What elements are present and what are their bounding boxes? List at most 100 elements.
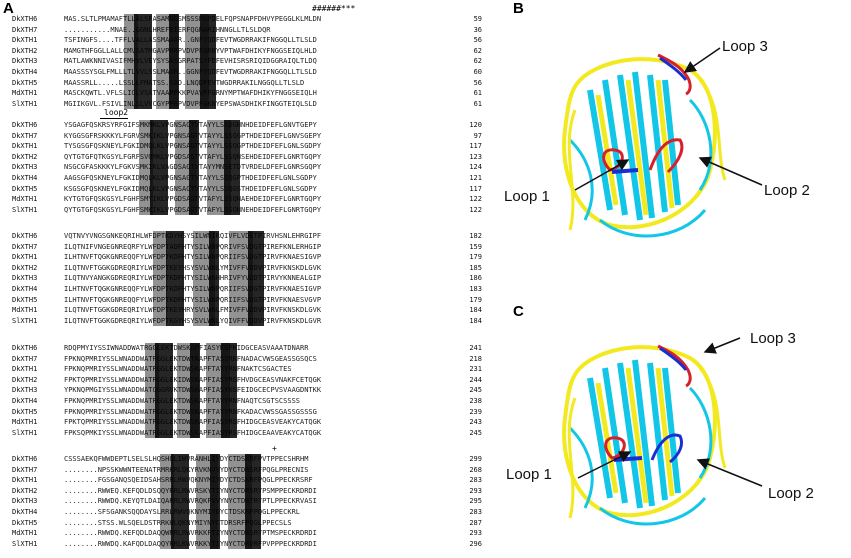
sequence-name: DkXTH2 xyxy=(12,152,38,161)
sequence-name: MdXTH1 xyxy=(12,89,38,98)
sequence-name: DkXTH7 xyxy=(12,25,38,34)
loop2-label-c: Loop 2 xyxy=(768,485,814,502)
sequence-name: DkXTH6 xyxy=(12,344,38,352)
sequence-name: DkXTH3 xyxy=(12,386,38,395)
sequence-name: MdXTH1 xyxy=(12,195,38,204)
sequence-residues: KYTGTGFQSKGSYLFGHFSMYIKLVPGDSAGTVTAFYLSS… xyxy=(64,195,322,204)
protein-ribbon-b xyxy=(562,57,727,238)
panel-a-letter: A xyxy=(3,0,14,17)
sequence-end-number: 56 xyxy=(473,78,482,87)
loop1-arrow-c xyxy=(577,451,632,479)
sequence-name: DkXTH5 xyxy=(12,518,38,527)
sequence-name: DkXTH5 xyxy=(12,78,38,87)
loop2-arrow-b xyxy=(698,156,763,186)
sequence-name: DkXTH7 xyxy=(12,465,38,474)
sequence-name: SlXTH1 xyxy=(12,428,38,437)
sequence-name: DkXTH3 xyxy=(12,163,38,172)
sequence-residues: ........NPSSKWWNTEENATRMRKRLQKYRVKNVVYDY… xyxy=(64,465,309,474)
sequence-residues: FPKNQPMRIYSSLWNADDWATRGGLEKTDWSKAPFTAYYR… xyxy=(64,365,292,374)
alignment-row: MdXTH1 KYTGTGFQSKGSYLFGHFSMYIKLVPGDSAGTVT… xyxy=(12,194,482,204)
sequence-end-number: 36 xyxy=(473,25,482,34)
sequence-end-number: 245 xyxy=(469,386,482,395)
loop1-label-b: Loop 1 xyxy=(504,188,550,205)
sequence-name: DkXTH6 xyxy=(12,121,38,129)
sequence-end-number: 117 xyxy=(469,184,482,193)
sequence-residues: QYTGTGFQTKGSYLFGRFSVQMKLVPGDSAGTVTAFYLSS… xyxy=(64,152,322,161)
sequence-residues: NSGCGFASKKKYLFGKVSMKIKLVAGDSAGTVTAYYMNSE… xyxy=(64,163,322,172)
alignment-row: DkXTH2 QYTGTGFQTKGSYLFGRFSVQMKLVPGDSAGTVT… xyxy=(12,152,482,162)
sequence-name: SlXTH1 xyxy=(12,205,38,214)
sequence-residues: ILHTNVFTQGKGNREQQFYLWFDPTKDFHTYSILWNPQRI… xyxy=(64,295,322,304)
sequence-residues: YPKNQPMGIYSSLWNADDWATQGGRVKTDWSHAPFIASYK… xyxy=(64,386,322,395)
sequence-end-number: 244 xyxy=(469,375,482,384)
sequence-end-number: 238 xyxy=(469,397,482,405)
sequence-name: DkXTH4 xyxy=(12,174,38,182)
structure-c-arrows xyxy=(577,337,763,487)
sequence-name: MdXTH1 xyxy=(12,418,38,427)
loop3-arrow-c xyxy=(703,337,741,354)
sequence-name: DkXTH6 xyxy=(12,15,38,23)
sequence-end-number: 97 xyxy=(473,131,482,140)
sequence-residues: MAASSRLL.....LSSLLFMATSS.SAD.LNQDFEVTWGD… xyxy=(64,78,305,87)
sequence-residues: ........STSS.WLSQELDSTRRKHLQKNYMIYNYCTDR… xyxy=(64,518,292,527)
sequence-residues: FPKTQPMRIYSSLWNADDWATRGGLEKIDWSKAPFIASYR… xyxy=(64,375,322,384)
sequence-name: DkXTH3 xyxy=(12,274,38,283)
structure-b-arrows xyxy=(574,47,763,191)
sequence-end-number: 218 xyxy=(469,354,482,363)
sequence-end-number: 121 xyxy=(469,174,482,182)
loop3-label-b: Loop 3 xyxy=(722,38,768,55)
alignment-row: DkXTH3 NSGCGFASKKKYLFGKVSMKIKLVAGDSAGTVTA… xyxy=(12,162,482,172)
sequence-name: DkXTH7 xyxy=(12,354,38,363)
sequence-end-number: 120 xyxy=(469,121,482,129)
alignment-marker: + xyxy=(272,444,277,453)
alignment-row: DkXTH3........RWWDQ.KEYQTLDAIQARRLRWVRQK… xyxy=(12,496,482,506)
alignment-row: DkXTH7...........MNAE..GGNLHREFEIERFQGRA… xyxy=(12,25,482,35)
alignment-row: DkXTH4 FPKNQPMRIYSSLWNADDWATRGGLEKTDWSKAP… xyxy=(12,396,482,406)
sequence-name: DkXTH2 xyxy=(12,486,38,495)
sequence-end-number: 239 xyxy=(469,407,482,416)
sequence-name: SlXTH1 xyxy=(12,316,38,325)
sequence-name: DkXTH4 xyxy=(12,397,38,405)
sequence-name: DkXTH6 xyxy=(12,232,38,240)
sequence-end-number: 184 xyxy=(469,316,482,325)
sequence-residues: AAGSGFQSKNEYLFGKIDMQLKLVPGNSAGTVTAYYLSSQ… xyxy=(64,174,317,182)
alignment-row: DkXTH1........FGSGANQSQEIDSAHSRRLRWVQKNY… xyxy=(12,475,482,485)
alignment-marker: ######*** xyxy=(312,4,356,13)
sequence-residues: FPKNQPMRIYSSLWNADDWATRGGLEKTDWSKAPFTAYYR… xyxy=(64,397,301,405)
sequence-residues: VQTNVYVNGSGNKEQRIHLWFDPTKDYHSYSILWNIRQIV… xyxy=(64,232,322,240)
sequence-end-number: 183 xyxy=(469,285,482,293)
sequence-name: DkXTH4 xyxy=(12,68,38,76)
sequence-end-number: 296 xyxy=(469,539,482,548)
loop3-label-c: Loop 3 xyxy=(750,330,796,347)
alignment-block: DkXTH6 VQTNVYVNGSGNKEQRIHLWFDPTKDYHSYSILW… xyxy=(12,221,482,331)
sequence-end-number: 61 xyxy=(473,89,482,98)
loop2-marker-c xyxy=(650,433,684,464)
sequence-name: DkXTH1 xyxy=(12,476,38,485)
alignment-marker: loop2 xyxy=(104,108,129,117)
sequence-end-number: 245 xyxy=(469,428,482,437)
sequence-residues: ILHTNVFTQGKGNREQQFYLWFDPTKDFHTYSILWNPQRI… xyxy=(64,285,322,293)
structure-b-image xyxy=(562,53,727,238)
sequence-residues: KYGGSGFRSKKKYLFGRVSMKIKLVPGNSAGTVTAYYLSS… xyxy=(64,131,322,140)
sequence-name: DkXTH1 xyxy=(12,365,38,374)
sequence-residues: ........RWWEQ.KEFQDLDSQQYRRLRWVRSKYTIYNY… xyxy=(64,486,317,495)
